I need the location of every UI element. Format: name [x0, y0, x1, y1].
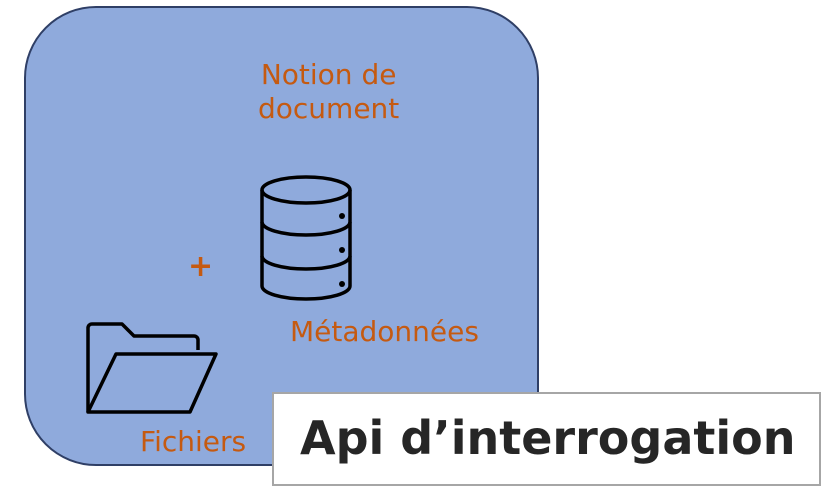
document-concept-card	[24, 6, 539, 466]
document-concept-title: Notion de document	[258, 58, 399, 125]
database-icon	[260, 175, 352, 301]
title-line-2: document	[258, 91, 400, 125]
title-line-1: Notion de	[260, 58, 397, 91]
folder-open-icon	[86, 322, 218, 414]
files-label: Fichiers	[140, 425, 247, 458]
metadata-label: Métadonnées	[290, 315, 479, 348]
plus-sign: +	[188, 249, 214, 284]
api-query-box: Api d’interrogation	[272, 392, 821, 486]
api-query-label: Api d’interrogation	[300, 411, 796, 465]
